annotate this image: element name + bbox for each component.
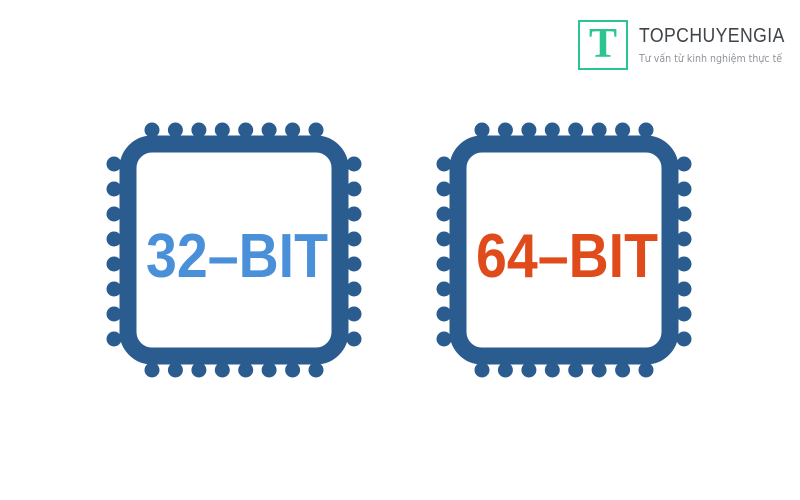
chip-pin-dot — [638, 122, 654, 138]
chip-pin-dot — [238, 122, 254, 138]
chip-pin-dot — [106, 206, 122, 222]
chip-pins — [106, 122, 362, 378]
chip-pin-dot — [436, 256, 452, 272]
chip-pin-dot — [346, 181, 362, 197]
chip-pin-dot — [436, 306, 452, 322]
chip-label-32bit: 32–BIT — [146, 222, 328, 291]
chip-pin-dot — [144, 362, 160, 378]
brand-tagline: Tư vấn từ kinh nghiệm thực tế — [639, 52, 783, 65]
chip-pin-dot — [106, 306, 122, 322]
chip-pin-dot — [346, 231, 362, 247]
logo-letter: T — [588, 20, 617, 67]
chip-pin-dot — [436, 156, 452, 172]
brand-name: TOPCHUYENGIA — [639, 25, 785, 47]
chip-pin-dot — [191, 122, 207, 138]
chip-pins — [436, 122, 692, 378]
chip-pin-dot — [346, 256, 362, 272]
logo-mark-icon: T — [578, 20, 628, 70]
chip-pin-dot — [167, 362, 183, 378]
chip-pin-dot — [106, 156, 122, 172]
chip-pin-dot — [615, 122, 631, 138]
chip-pin-dot — [285, 362, 301, 378]
chip-pin-dot — [497, 122, 513, 138]
chip-pin-dot — [638, 362, 654, 378]
chip-pin-dot — [474, 122, 490, 138]
chip-pin-dot — [346, 331, 362, 347]
chip-pin-dot — [436, 281, 452, 297]
chip-pin-dot — [346, 156, 362, 172]
brand-logo: T TOPCHUYENGIA Tư vấn từ kinh nghiệm thự… — [578, 20, 800, 70]
chip-pin-dot — [676, 206, 692, 222]
chip-pin-dot — [238, 362, 254, 378]
chip-pin-dot — [106, 331, 122, 347]
chip-pin-dot — [676, 231, 692, 247]
chip-body — [119, 135, 349, 365]
chip-pin-dot — [521, 122, 537, 138]
cpu-32bit-icon: 32–BIT — [106, 122, 362, 378]
chip-pin-dot — [544, 122, 560, 138]
chip-pin-dot — [521, 362, 537, 378]
chip-pin-dot — [436, 206, 452, 222]
chip-pin-dot — [676, 181, 692, 197]
chip-pin-dot — [214, 362, 230, 378]
chip-pin-dot — [568, 122, 584, 138]
chip-pin-dot — [106, 281, 122, 297]
chip-pin-dot — [214, 122, 230, 138]
chip-pin-dot — [436, 231, 452, 247]
chip-pin-dot — [615, 362, 631, 378]
chip-pin-dot — [346, 206, 362, 222]
chip-pin-dot — [167, 122, 183, 138]
chip-pin-dot — [591, 362, 607, 378]
chip-label-64bit: 64–BIT — [476, 222, 658, 291]
chip-pin-dot — [436, 181, 452, 197]
chip-pin-dot — [308, 122, 324, 138]
chip-pin-dot — [436, 331, 452, 347]
logo-text-block: TOPCHUYENGIA Tư vấn từ kinh nghiệm thực … — [639, 20, 800, 65]
chip-pin-dot — [346, 306, 362, 322]
chip-pin-dot — [676, 256, 692, 272]
chip-pin-dot — [497, 362, 513, 378]
chip-pin-dot — [191, 362, 207, 378]
cpu-64bit-icon: 64–BIT — [436, 122, 692, 378]
chip-pin-dot — [676, 306, 692, 322]
chip-pin-dot — [261, 122, 277, 138]
chip-pin-dot — [568, 362, 584, 378]
chip-pin-dot — [144, 122, 160, 138]
chip-pin-dot — [474, 362, 490, 378]
chip-pin-dot — [676, 156, 692, 172]
chip-body — [449, 135, 679, 365]
chip-pin-dot — [106, 231, 122, 247]
chip-pin-dot — [285, 122, 301, 138]
chip-pin-dot — [544, 362, 560, 378]
chip-pin-dot — [676, 331, 692, 347]
chip-pin-dot — [261, 362, 277, 378]
chip-pin-dot — [676, 281, 692, 297]
chip-pin-dot — [106, 256, 122, 272]
chip-pin-dot — [308, 362, 324, 378]
chip-pin-dot — [106, 181, 122, 197]
chip-pin-dot — [591, 122, 607, 138]
chip-pin-dot — [346, 281, 362, 297]
